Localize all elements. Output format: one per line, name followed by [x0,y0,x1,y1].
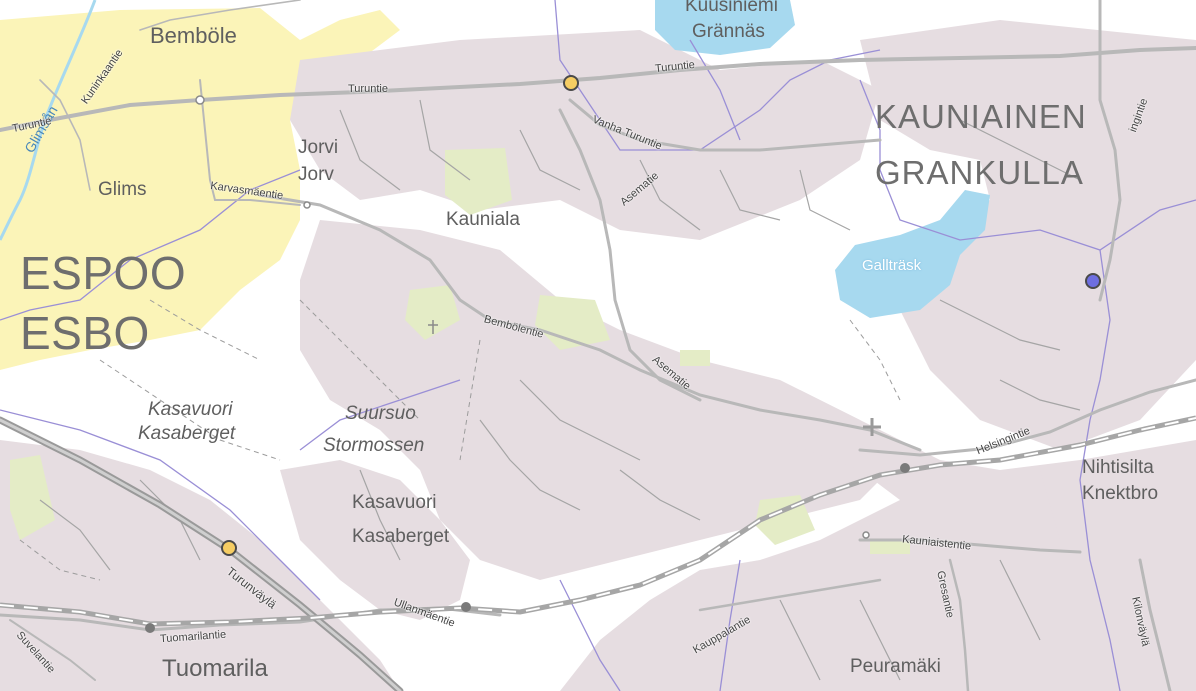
road-bembolentie [258,193,922,452]
road-suvelantie [9,619,96,681]
road-minor-2 [39,79,91,191]
road-label-turuntie-c: Turuntie [348,83,388,95]
label-kauniala: Kauniala [446,209,520,230]
minor-streets [39,99,1081,681]
river-glimsån [0,0,97,241]
label-glims: Glims [98,179,147,200]
label-kasavuori: Kasavuori [352,492,437,513]
road-east-vertical [1098,0,1122,302]
road-turuntie [0,46,1196,132]
marker-yellow-turuntie[interactable] [563,75,579,91]
label-esbo: ESBO [20,307,150,359]
station-dots [145,463,910,633]
church-cross-icon [863,418,881,436]
label-jorvi: Jorvi [298,137,339,158]
label-peuramaki: Peuramäki [850,656,941,677]
label-bembole: Bemböle [150,23,237,48]
label-kasaberget-italic: Kasaberget [138,423,236,444]
label-jorv: Jorv [298,164,334,185]
label-kasaberget: Kasaberget [352,526,450,547]
railway [0,415,1196,627]
label-espoo: ESPOO [20,247,187,299]
label-knektbro: Knektbro [1082,483,1159,504]
lake-gallträsk [835,190,990,318]
cemetery-icon [428,320,438,334]
road-vanha-turuntie [568,98,882,152]
label-gallträsk: Gallträsk [862,257,922,274]
label-kasavuori-italic: Kasavuori [148,399,233,420]
label-nihtisilta: Nihtisilta [1082,457,1154,478]
road-gresantie [948,558,970,691]
station-kauniainen[interactable] [900,463,910,473]
label-grannas: Grännäs [692,21,765,42]
label-kuusiniemi: Kuusiniemi [685,0,778,16]
road-karvasmaentie [199,79,301,206]
label-suursuo: Suursuo [345,403,416,424]
label-stormossen: Stormossen [323,435,425,456]
road-minor-1 [139,0,301,31]
marker-yellow-turunvayla[interactable] [221,540,237,556]
road-kauppalantie [698,578,882,612]
road-kauniaistentie [858,538,1082,554]
trails [19,299,901,581]
road-helsingintie [858,378,1196,457]
station-koivuhovi[interactable] [461,602,471,612]
label-tuomarila: Tuomarila [162,655,268,682]
junctions [195,95,870,539]
park-areas [10,148,910,554]
label-kauniainen: KAUNIAINEN [875,98,1087,135]
road-kilonvayla [1138,558,1172,691]
label-grankulla: GRANKULLA [875,154,1084,191]
road-asematie [558,108,702,402]
marker-blue-kauniainen[interactable] [1085,273,1101,289]
station-tuomarila[interactable] [145,623,155,633]
